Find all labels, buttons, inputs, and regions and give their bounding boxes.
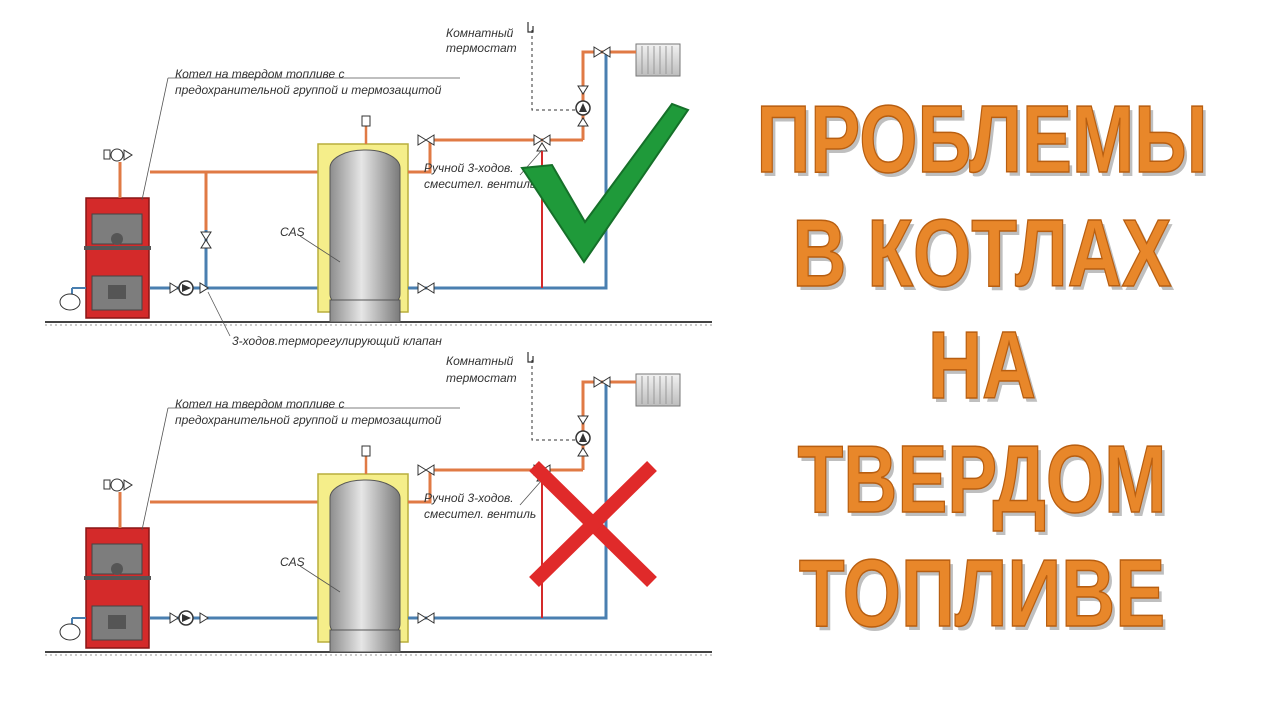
mixing-valve-label-line1: Ручной 3-ходов. — [424, 161, 514, 175]
boiler-label-line1: Котел на твердом топливе с — [175, 67, 345, 81]
thermostat-label-line1: Комнатный — [446, 354, 514, 368]
boiler-label-line1: Котел на твердом топливе с — [175, 397, 345, 411]
check-icon — [520, 102, 690, 264]
title-shadow-5: ТОПЛИВЕ — [802, 544, 1168, 651]
diagram-correct: Комнатный термостат Котел на твердом топ… — [43, 20, 714, 348]
mixing-valve-label-line2: смесител. вентиль — [424, 177, 536, 191]
title-line-1: ПРОБЛЕМЫ — [756, 86, 1207, 193]
title-line-2: В КОТЛАХ — [792, 200, 1171, 307]
mixing-valve-label-line1: Ручной 3-ходов. — [424, 491, 514, 505]
thermostat-label-line2: термостат — [446, 41, 517, 55]
boiler-label-line2: предохранительной группой и термозащитой — [175, 83, 442, 97]
thermostat-label-line1: Комнатный — [446, 26, 514, 40]
title-line-5: ТОПЛИВЕ — [799, 540, 1165, 647]
tank-label: CAS — [280, 555, 305, 569]
title-shadow-2: В КОТЛАХ — [796, 204, 1175, 311]
mixing-valve-label-line2: смесител. вентиль — [424, 507, 536, 521]
title-line-3: НА — [928, 312, 1036, 419]
cross-icon — [529, 461, 657, 587]
title-block: ПРОБЛЕМЫ ПРОБЛЕМЫ В КОТЛАХ В КОТЛАХ НА Н… — [756, 85, 1211, 651]
title-shadow-1: ПРОБЛЕМЫ — [760, 90, 1211, 197]
thermostat-label-line2: термостат — [446, 371, 517, 385]
title-shadow-4: ТВЕРДОМ — [801, 430, 1170, 537]
title-line-4: ТВЕРДОМ — [798, 426, 1167, 533]
thermo-valve-label: 3-ходов.терморегулирующий клапан — [232, 334, 442, 348]
title-shadow-3: НА — [931, 316, 1039, 423]
tank-label: CAS — [280, 225, 305, 239]
diagram-wrong: Комнатный термостат Котел на твердом топ… — [43, 350, 714, 657]
boiler-label-line2: предохранительной группой и термозащитой — [175, 413, 442, 427]
